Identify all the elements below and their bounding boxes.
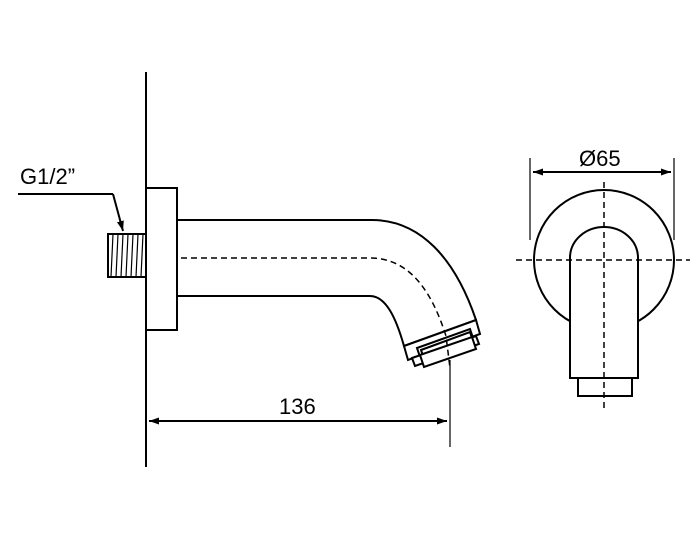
aerator-outlet [402, 318, 482, 369]
spout-body [177, 219, 478, 348]
diameter-dimension-label: Ø65 [579, 146, 621, 171]
front-aerator [577, 377, 633, 397]
thread-leader [18, 193, 124, 232]
spout-centerline [181, 257, 451, 369]
thread-label: G1/2” [20, 164, 75, 189]
length-dimension-line [149, 360, 451, 447]
threaded-connector [107, 233, 147, 278]
wall-flange [145, 187, 178, 331]
front-view: Ø65 [516, 146, 690, 410]
side-view: G1/2” 136 [18, 72, 482, 467]
length-dimension-label: 136 [279, 394, 316, 419]
diameter-dimension-line [529, 158, 675, 240]
